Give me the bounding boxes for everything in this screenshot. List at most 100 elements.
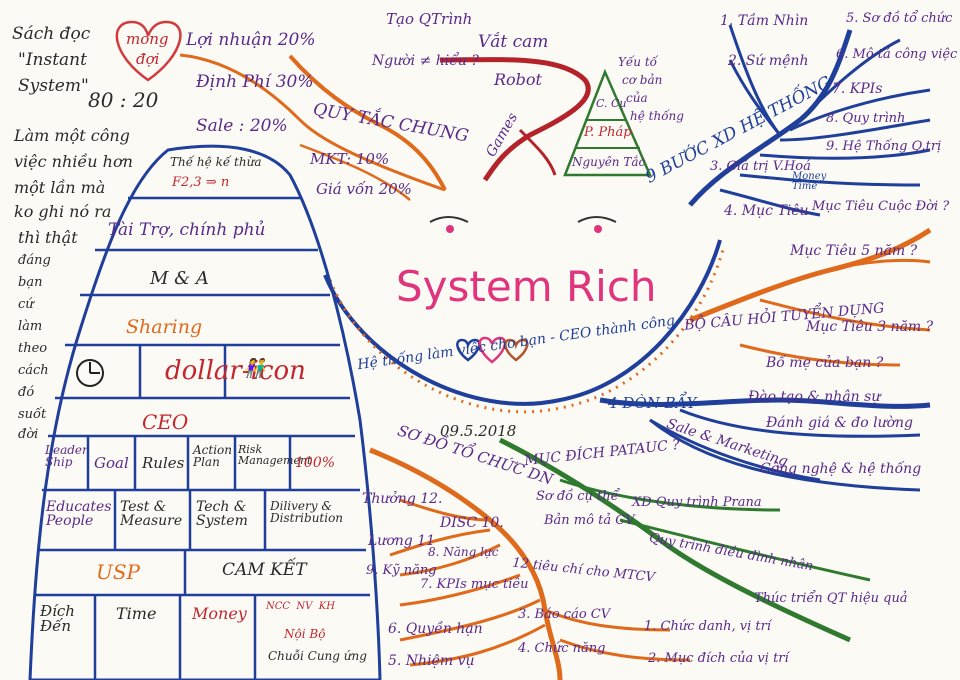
ops-tech: Tech & System [196,499,248,529]
quote-line: đời [18,427,39,442]
orange-squeeze-label: Vắt cam [478,32,549,52]
org-job-desc: Bản mô tả CV [544,513,635,528]
step-7: 7. KPIs [832,81,883,97]
ops-delivery: Dilivery & Distribution [270,499,344,525]
heart-label-2: đợi [136,50,160,68]
ceo-rules: Rules [142,454,185,472]
pyramid-level-principle: Nguyên Tắc [572,155,646,169]
step-1: 1. Tầm Nhìn [720,13,809,29]
lever-training: Đào tạo & nhân sự [748,389,881,405]
rules-branch-line-3 [299,143,411,201]
process-label: Tạo QTrình [386,10,473,28]
commit-label: CAM KẾT [222,560,307,580]
quote-line: thì thật [18,228,78,247]
recruit-q-parents: Bố mẹ của bạn ? [766,355,884,371]
rules-branch-line [288,54,447,191]
org-left-6: 6. Quyền hạn [388,621,483,637]
ratio-text: 80 : 20 [88,88,159,112]
robot-label: Robot [494,70,542,89]
ceo-percent: 100% [295,455,336,471]
pyramid-row-ma: M & A [150,268,209,289]
book-line-1: Sách đọc [12,24,91,44]
step-5: 5. Sơ đồ tổ chức [846,11,953,26]
org-capability: 8. Năng lực [428,545,499,559]
destination-label: Đích Đến [40,602,75,635]
org-left-1: Thưởng 12. [362,491,443,507]
org-chart-detail: Sơ đồ cụ thể [536,489,619,504]
pyramid-note-1: Yếu tố [618,55,658,69]
games-branch-2 [518,128,557,176]
purpose-item-1: XD Quy trình Prana [632,495,762,510]
org-left-4: 9. Kỹ năng [366,563,437,578]
quote-line: cứ [18,297,34,312]
lever-measure: Đánh giá & đo lường [766,415,914,431]
recruit-q-life: Mục Tiêu Cuộc Đời ? [812,199,950,214]
quote-line: một lần mà [14,178,106,197]
org-left-7: 5. Nhiệm vụ [388,653,475,669]
org-left-5: 7. KPIs mục tiêu [420,577,529,592]
rule-item-cogs: Giá vốn 20% [316,180,412,198]
ceo-goal: Goal [94,454,129,472]
time-label: Time [116,604,157,623]
pyramid-left-outline [28,144,382,680]
quote-line: cách [18,363,49,378]
org-disc: DISC 10. [440,515,504,531]
rules-branch-line-2 [179,53,446,192]
purpose-branch [498,437,852,643]
ops-test: Test & Measure [120,499,183,529]
quote-line: Làm một công [14,126,130,145]
pyramid-row-sharing: Sharing [126,316,203,338]
center-title: System Rich [396,262,657,311]
usp-label: USP [96,560,141,584]
step-4: 4. Mục Tiêu [724,203,809,219]
people-label: Người ≠ hiểu ? [372,53,479,69]
clock-icon [76,359,104,387]
quote-line: đó [18,385,35,400]
pyramid-top-2: F2,3 ⇒ n [172,175,230,190]
heart-shape [115,20,182,82]
org-right-2: 2. Mục đích của vị trí [648,651,789,666]
step-9: 9. Hệ Thống Q.trị [826,139,942,154]
steps-branch [688,29,853,207]
org-report: 3. Báo cáo CV [518,607,611,622]
step-2: 2. Sứ mệnh [728,53,809,69]
heart-row-icon [456,336,529,364]
recruit-q-5y: Mục Tiêu 5 năm ? [790,243,918,259]
games-branch [439,57,591,182]
quote-line: việc nhiều hơn [14,152,133,171]
ops-educate: Educates People [46,499,112,529]
org-left-2: Lương 11 [368,533,435,549]
supply-bottom: Chuỗi Cung ứng [268,649,367,663]
org-branch [369,447,563,680]
ceo-label: CEO [142,410,189,434]
pyramid-row-sponsor: Tài Trợ, chính phủ [108,220,266,240]
dollar-icon: dollar-icon [165,356,306,386]
eyes [429,216,617,223]
step-8: 8. Quy trình [826,111,906,126]
heart-label-1: mong [126,30,169,48]
org-right-1: 1. Chức danh, vị trí [644,619,771,634]
supply-mid: Nội Bộ [284,627,326,641]
quote-line: ko ghi nó ra [14,202,112,221]
pyramid-note-2: cơ bản [622,73,663,87]
center-date: 09.5.2018 [440,422,517,440]
pyramid-note-4: hệ thống [630,109,684,123]
step-6: 6. Mô tả công việc [836,47,958,62]
lever-tech: Công nghệ & hệ thống [760,461,922,477]
ceo-leadership: Leader Ship [45,443,88,469]
quote-line: theo [18,341,48,356]
quote-line: bạn [18,275,43,290]
levers-title: 4 ĐÒN BẨY [608,394,697,412]
rule-item-fixed-cost: Định Phí 30% [196,72,314,92]
quote-line: suốt [18,407,47,422]
book-line-3: System" [18,76,89,96]
supply-top: NCC NV KH [266,601,335,612]
rule-item-sale: Sale : 20% [196,116,288,136]
rule-item-profit: Lợi nhuận 20% [186,30,316,50]
purpose-item-3: Thúc triển QT hiệu quả [754,591,908,606]
recruit-q-3y: Mục Tiêu 3 năm ? [806,319,934,335]
pyramid-level-tool: C. Cụ [596,97,627,110]
ceo-action-plan: Action Plan [193,443,232,469]
pyramid-level-method: P. Pháp [584,125,632,140]
